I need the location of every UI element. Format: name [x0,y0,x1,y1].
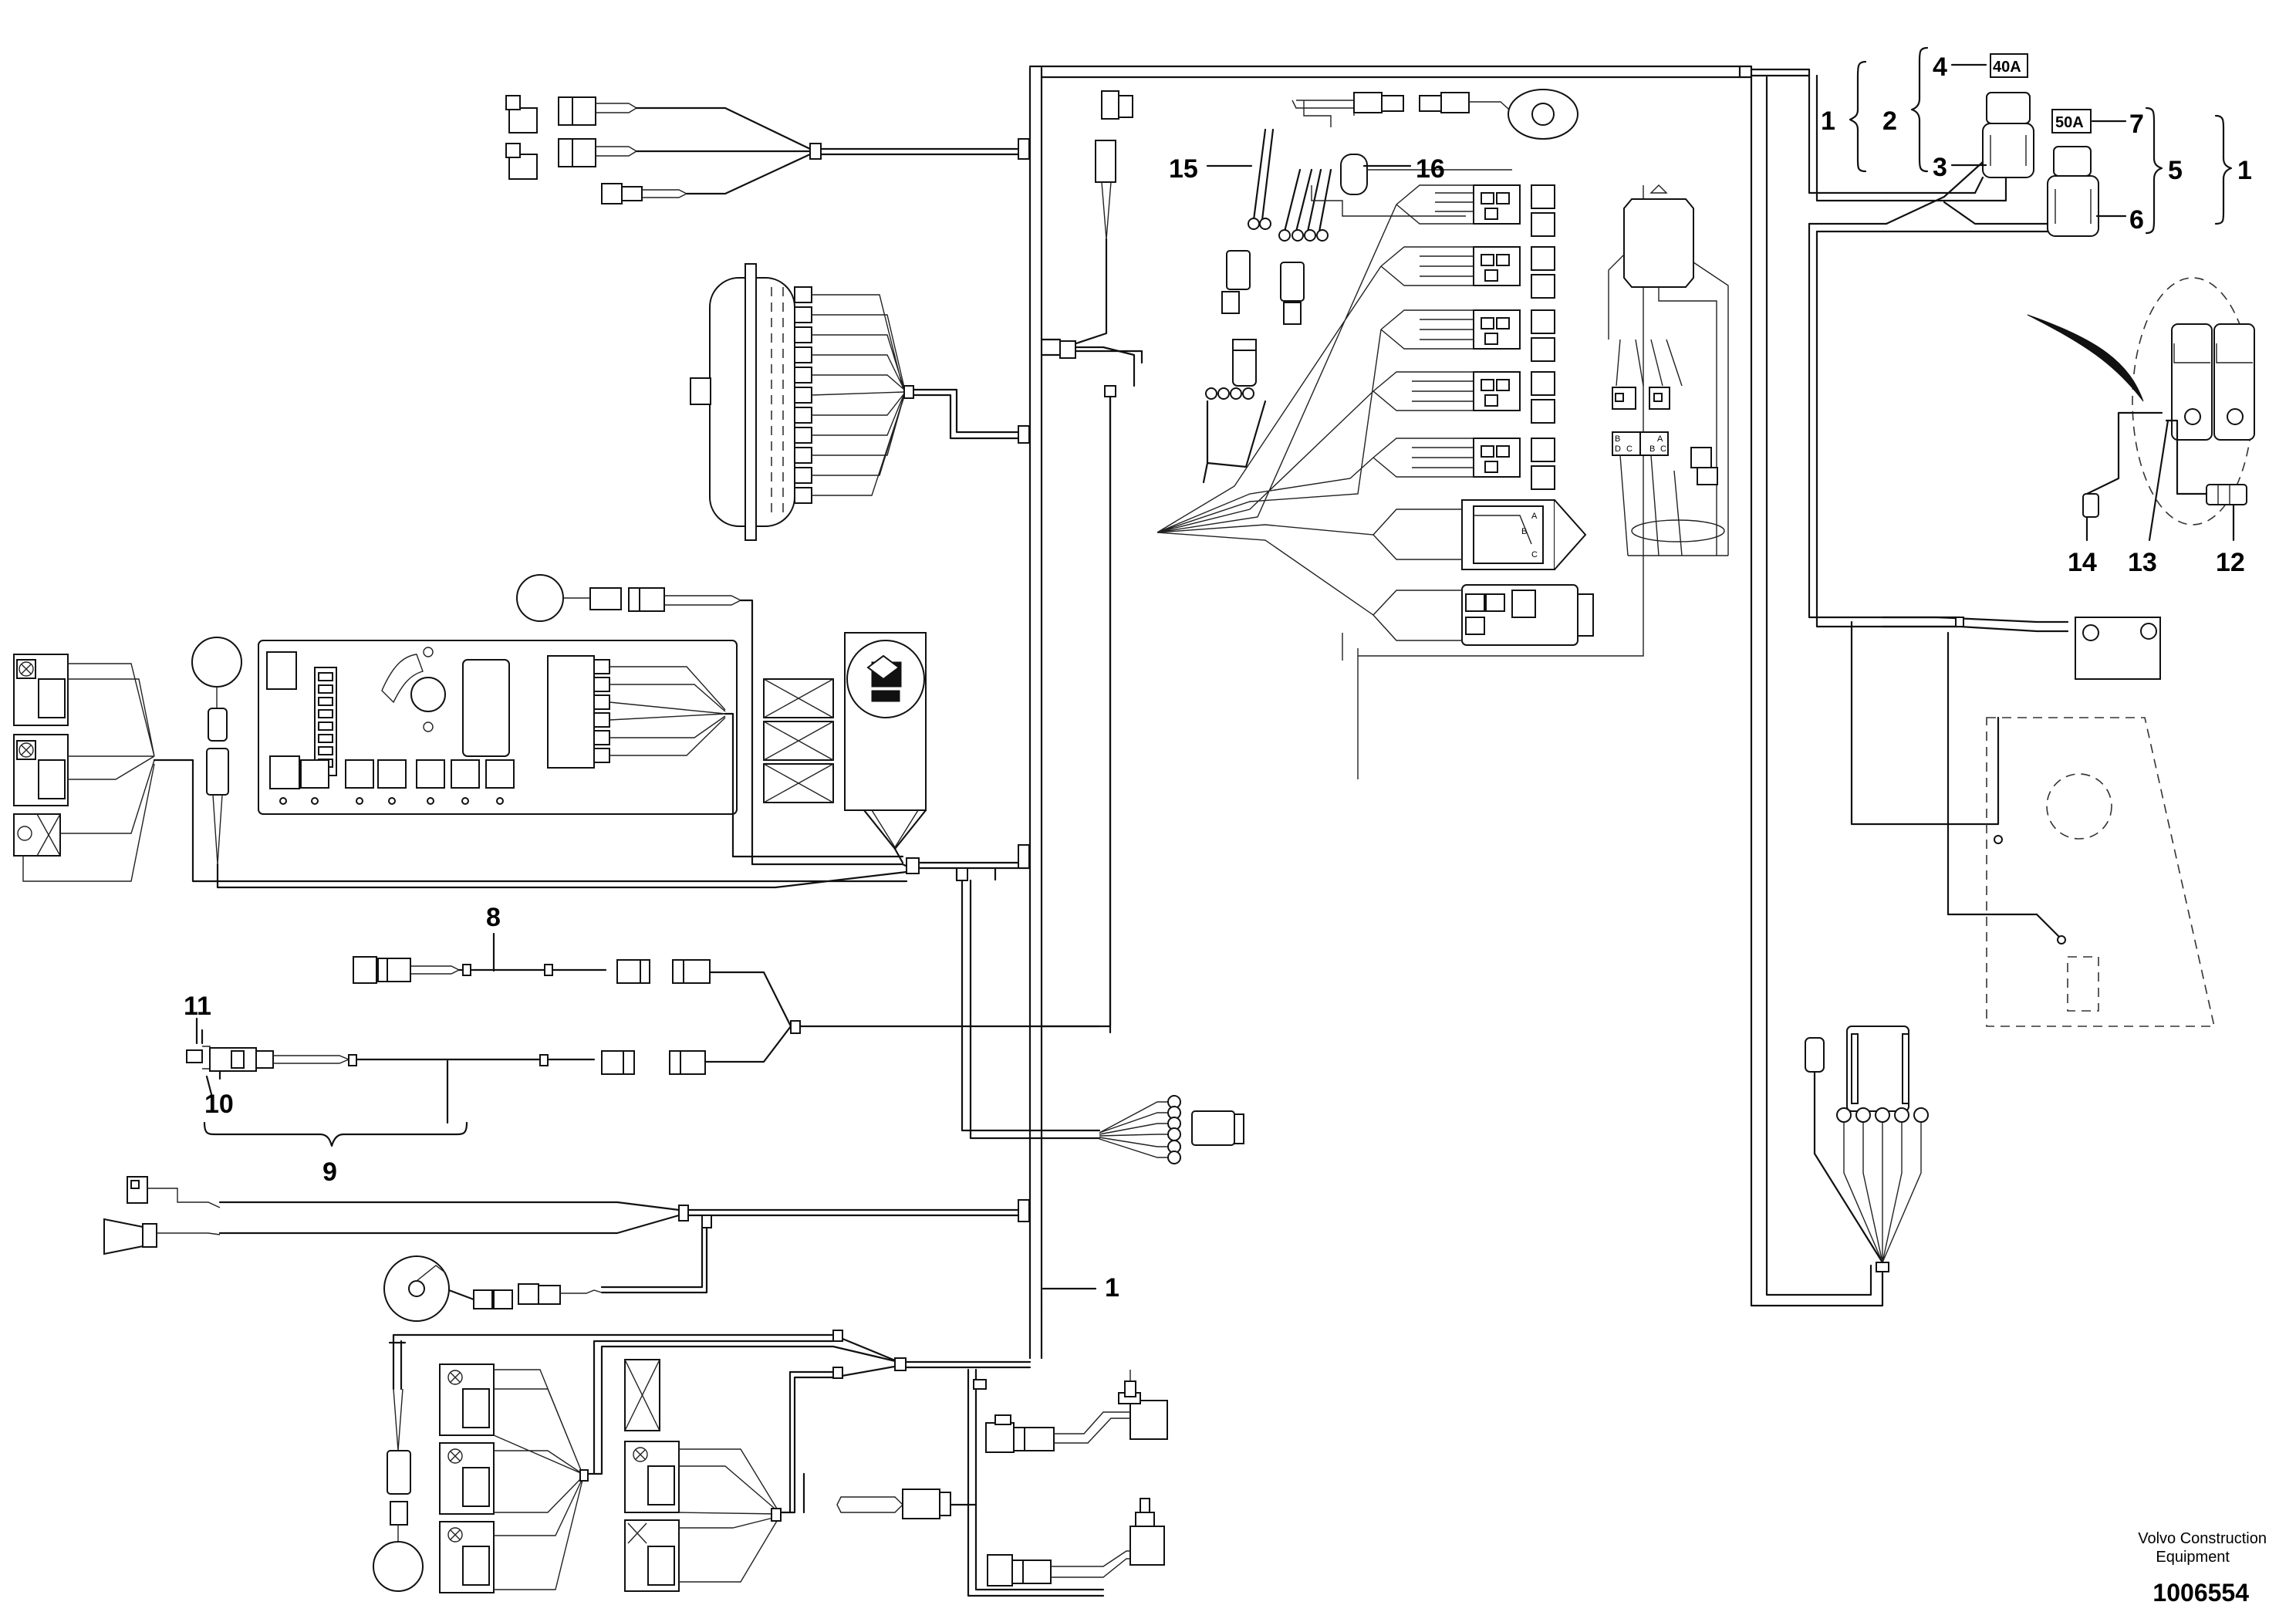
pin-label-d: D [1615,444,1621,454]
switch-module [439,1442,495,1515]
callout-3: 3 [1933,153,1947,182]
fuse-label-50a: 50A [2055,114,2084,131]
sensor-bulb-left [191,637,777,889]
lower-right-switches [836,1304,1168,1597]
pin-label-c: C [1531,550,1538,559]
footer-brand-line2: Equipment [2156,1549,2230,1566]
callout-8: 8 [486,903,501,932]
sensor-harness-9 [186,1020,1101,1096]
pin-label-b: B [1649,444,1655,454]
pin-label-c: C [1626,444,1633,454]
callout-6: 6 [2129,205,2144,235]
switch-module [439,1363,495,1436]
callout-15: 15 [1169,154,1198,184]
fuse-holder-40a: 40A [1885,53,2034,202]
round-connector-pin-row [794,286,812,504]
drawing-number: 1006554 [2152,1579,2249,1607]
callout-10: 10 [204,1090,234,1119]
drawing-footer: Volvo Construction Equipment 1006554 [2138,1530,2267,1607]
callout-braces [1849,46,2233,235]
pin-label-a: A [1657,434,1663,444]
right-relay-module: B D C A B C [1608,184,1729,556]
left-switch-modules [13,654,777,883]
brace-9 [203,1121,468,1147]
relay-pair-detail [2027,277,2255,525]
callout-11: 11 [184,992,211,1021]
callout-9: 9 [322,1157,337,1187]
item-15-connector-group [1202,128,1332,484]
item-16-connector [1292,89,1578,217]
callout-numbers: 1 1 2 4 3 7 6 5 1 8 9 10 11 12 13 14 15 … [184,52,2252,1303]
relay-row [1380,246,1555,299]
center-left-multiplug [516,574,912,870]
lower-center-switch-stack [624,1330,1032,1592]
switch-module [439,1521,495,1593]
top-left-connector-group [505,95,1032,204]
relay-abc: A B C [1373,499,1587,570]
relay-row [1380,309,1555,362]
callout-16: 16 [1416,154,1445,184]
callout-leaders [195,63,2235,1290]
lower-left-switch-stack [373,1333,900,1593]
relay-large [1373,584,1594,646]
panel-switch-row [269,755,515,789]
fuse-holder-50a: 50A [1885,109,2099,237]
relay-row [1373,438,1555,490]
relay-row [1396,184,1555,237]
large-round-connector [690,263,1032,541]
relay-row [1373,371,1555,424]
callout-13: 13 [2128,548,2157,577]
six-pin-fan-connector [1099,1095,1244,1164]
pin-label-b: B [1521,527,1527,536]
callout-2: 2 [1882,106,1897,136]
callout-4: 4 [1933,52,1947,82]
pin-label-b: B [1615,434,1620,444]
lower-left-horn [103,1176,1032,1294]
switch-module [624,1519,680,1592]
lower-left-buzzer [383,1255,603,1322]
fuse-label-40a: 40A [1993,59,2021,76]
callout-5: 5 [2168,156,2183,185]
center-junction-lower [774,844,1101,1140]
bottom-right-connector [1805,1026,1929,1272]
callout-12: 12 [2216,548,2245,577]
footer-brand-line1: Volvo Construction [2138,1530,2267,1547]
multiplug-pins [593,659,610,763]
callout-1-main: 1 [1105,1273,1119,1303]
callout-1-top-left: 1 [1821,106,1835,136]
relay-bank: A B C [1156,184,1644,779]
pin-label-a: A [1531,512,1538,521]
right-ground-block [1850,616,2215,1027]
vertical-plug-connector [1040,90,1143,1034]
instrument-panel [258,640,738,815]
cross-box-stack [763,678,834,803]
callout-1-top-right: 1 [2237,156,2252,185]
ignition-switch [844,632,927,864]
sensor-harness-8 [353,956,792,1028]
callout-7: 7 [2129,110,2144,139]
pin-label-c: C [1660,444,1666,454]
switch-module [624,1441,680,1513]
callout-14: 14 [2068,548,2097,577]
